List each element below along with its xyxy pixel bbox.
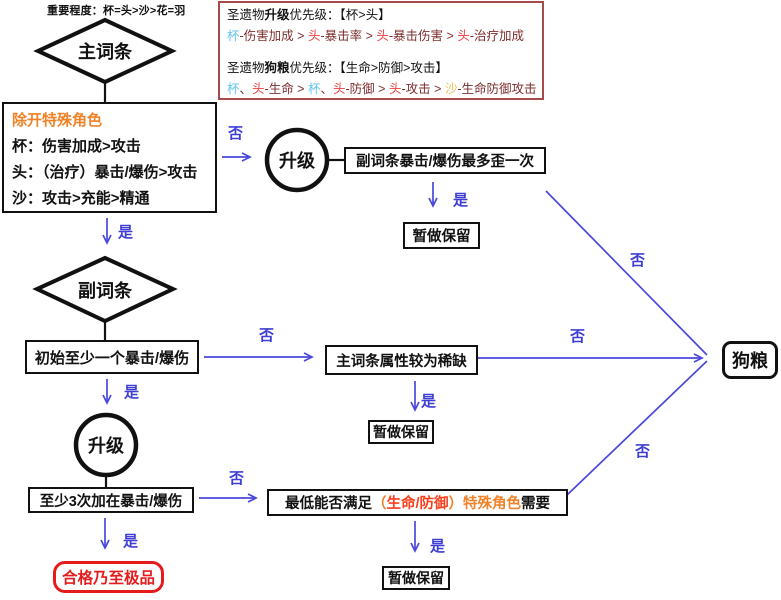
label-no-3: 否 [229,470,245,487]
box-secondary-once: 副词条暴击/爆伤最多歪一次 [344,147,546,174]
text-segment: 生命/防御 [386,496,449,512]
text-segment: -攻击 > [401,82,445,96]
text-segment: （ [371,496,387,512]
label-no-mid: 否 [570,328,586,345]
text-segment: -暴击率 > [320,29,377,43]
priority-legend: 圣遗物升级优先级：【杯>头】 杯-伤害加成 > 头-暴击率 > 头-暴击伤害 >… [218,1,544,100]
main-stat-diamond-label: 主词条 [78,42,132,62]
text-segment: 头 [457,29,470,43]
text-segment: 头 [376,29,389,43]
text-segment: 狗粮 [264,61,290,75]
text-segment: 需要 [521,496,551,512]
text-segment: 头 [252,82,265,96]
legend-fodder-title: 圣遗物狗粮优先级：【生命>防御>攻击】 [227,58,535,79]
criteria-line-sand: 沙：攻击>充能>精通 [12,190,150,207]
connector-lines [103,82,344,488]
legend-fodder-row: 杯、头-生命 > 杯、头-防御 > 头-攻击 > 沙-生命防御攻击 [227,79,537,100]
line-no-top-to-dogfood [545,190,708,356]
label-no-top: 否 [630,252,646,269]
box-main-rare: 主词条属性较为稀缺 [325,345,478,375]
circle-upgrade-2 [73,412,139,478]
box-keep-1: 暂做保留 [403,222,480,249]
criteria-line-cup: 杯：伤害加成>攻击 [12,138,141,155]
text-segment: 升级 [264,8,290,22]
text-segment: 最低能否满足 [284,496,372,512]
label-no-1: 否 [228,125,244,142]
text-segment: 、 [320,82,333,96]
text-segment: 、 [239,82,253,96]
label-yes-3: 是 [124,384,140,401]
legend-gap [227,47,535,58]
box-initial-crit: 初始至少一个暴击/爆伤 [25,340,199,374]
text-segment: 优先级：【杯>头】 [289,8,391,22]
legend-upgrade-title: 圣遗物升级优先级：【杯>头】 [227,5,535,26]
importance-note: 重要程度：杯=头>沙>花=羽 [47,5,186,17]
decision-lines [100,152,708,553]
sub-stat-diamond-label: 副词条 [78,280,132,301]
text-segment: -防御 > [345,82,389,96]
box-keep-2: 暂做保留 [368,420,434,444]
diamond-sub-stat [32,255,178,324]
label-yes-2: 是 [118,224,134,241]
text-segment: 圣遗物 [227,8,265,22]
text-segment: 头 [307,29,321,43]
label-no-2: 否 [259,327,275,344]
text-segment: -生命防御攻击 [457,82,537,96]
text-segment: 杯 [227,29,240,43]
box-keep-3: 暂做保留 [382,566,450,590]
text-segment: 圣遗物 [227,61,265,75]
text-segment: -伤害加成 > [239,29,308,43]
label-yes-1: 是 [453,192,469,209]
criteria-title: 除开特殊角色 [12,112,103,129]
upgrade-circle-1-label: 升级 [279,151,315,171]
circle-upgrade-1 [264,127,330,193]
label-yes-6: 是 [430,538,446,555]
box-minimum-special: 最低能否满足（生命/防御）特殊角色需要 [267,489,568,516]
text-segment: 头 [388,82,402,96]
text-segment: 沙 [444,82,458,96]
text-segment: 杯 [227,82,240,96]
diamond-main-stat [33,17,177,85]
text-segment: -生命 > [264,82,308,96]
label-no-bottom: 否 [635,443,651,460]
label-yes-5: 是 [123,533,139,550]
line-no-bottom-to-dogfood [565,360,708,497]
text-segment: -治疗加成 [469,29,524,43]
label-yes-4: 是 [421,393,437,410]
box-three-times: 至少3次加在暴击/爆伤 [28,487,194,513]
upgrade-circle-2-label: 升级 [88,436,124,456]
box-dog-food: 狗粮 [722,341,778,379]
text-segment: 杯 [307,82,321,96]
criteria-line-head: 头：（治疗）暴击/爆伤>攻击 [12,164,198,181]
text-segment: -暴击伤害 > [388,29,458,43]
text-segment: 头 [333,82,346,96]
box-qualified: 合格乃至极品 [53,561,164,593]
criteria-box: 除开特殊角色 杯：伤害加成>攻击 头：（治疗）暴击/爆伤>攻击 沙：攻击>充能>… [2,102,217,213]
legend-upgrade-row: 杯-伤害加成 > 头-暴击率 > 头-暴击伤害 > 头-治疗加成 [227,26,535,47]
text-segment: ） [448,496,464,512]
text-segment: 特殊角色 [463,496,522,512]
text-segment: 优先级：【生命>防御>攻击】 [289,61,448,75]
